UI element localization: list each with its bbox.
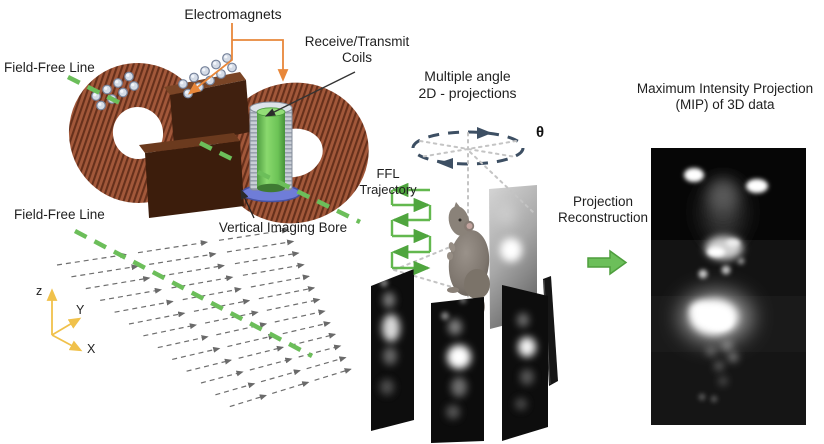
projection-axis-dotted-lines [393, 132, 534, 303]
mip-title-label: Maximum Intensity Projection(MIP) of 3D … [636, 81, 814, 113]
coordinate-axes [46, 288, 83, 352]
electromagnet-assembly [68, 53, 369, 224]
pole-blocks [139, 72, 250, 218]
mip-image [651, 148, 806, 425]
theta-label: θ [536, 124, 545, 141]
field-free-line-dashed-lower [73, 229, 314, 358]
field-free-line-label-top: Field-Free Line [4, 60, 95, 75]
projection-reconstruction-arrow [587, 249, 628, 276]
x-axis-label: X [87, 342, 96, 356]
projection-plane-right [502, 285, 548, 441]
field-vector-arrows [56, 227, 352, 408]
rotation-circle-arrow [411, 127, 525, 169]
label-connectors [187, 23, 356, 219]
projection-plane-center [431, 297, 484, 443]
vertical-imaging-bore-label: Vertical Imaging Bore [218, 220, 348, 235]
field-free-line-label-bottom: Field-Free Line [14, 207, 105, 222]
y-axis-label: Y [76, 303, 85, 317]
projection-plane-left [371, 269, 414, 431]
vertical-imaging-bore [241, 101, 301, 203]
raster-trajectory-arrow [390, 182, 432, 276]
field-free-line-dashed-upper [66, 74, 361, 225]
z-axis-label: z [36, 284, 43, 298]
electromagnets-label: Electromagnets [184, 6, 282, 22]
